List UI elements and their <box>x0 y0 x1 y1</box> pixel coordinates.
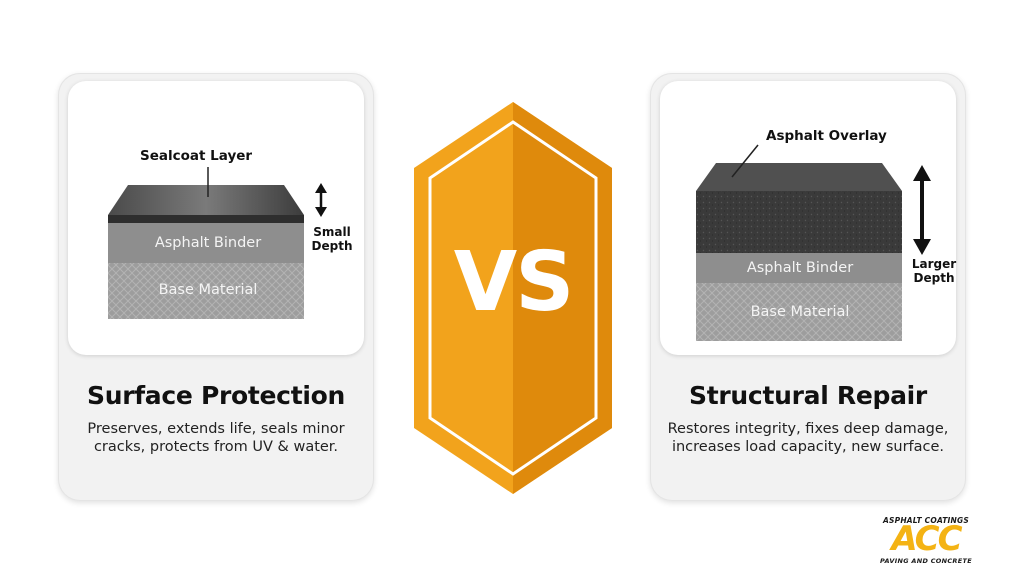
double-arrow-vertical-icon <box>913 165 931 255</box>
depth-line-1: Larger <box>911 257 957 271</box>
surface-protection-title: Surface Protection <box>86 381 345 410</box>
sealcoat-cross-section <box>108 167 327 319</box>
sealcoat-layer <box>108 215 304 223</box>
overlay-cross-section <box>696 144 931 341</box>
small-depth-label: Small Depth <box>302 225 362 253</box>
base-material-layer <box>108 263 304 319</box>
logo-bottom-text: PAVING AND CONCRETE <box>880 557 972 565</box>
sealcoat-layer-callout: Sealcoat Layer <box>140 148 253 164</box>
structural-repair-card: Asphalt Overlay Asphalt Binder Base Mate… <box>650 73 966 501</box>
asphalt-binder-layer <box>696 253 902 283</box>
depth-line-1: Small <box>313 225 351 239</box>
depth-line-2: Depth <box>311 239 353 253</box>
structural-repair-title: Structural Repair <box>689 381 927 410</box>
vs-text: VS <box>453 235 575 330</box>
depth-line-2: Depth <box>913 271 955 285</box>
asphalt-overlay-layer <box>696 191 902 253</box>
logo-top-text: ASPHALT COATINGS <box>883 516 969 525</box>
overlay-top-face <box>696 163 902 191</box>
asphalt-binder-layer <box>108 223 304 263</box>
base-material-label: Base Material <box>750 304 850 320</box>
asphalt-binder-label: Asphalt Binder <box>746 260 854 276</box>
asphalt-overlay-callout: Asphalt Overlay <box>766 128 887 144</box>
surface-protection-description: Preserves, extends life, seals minor cra… <box>87 421 345 455</box>
larger-depth-label: Larger Depth <box>904 257 964 285</box>
surface-protection-card: Sealcoat Layer Asphalt Binder Base Mater… <box>58 73 374 501</box>
logo-main-text: ACC <box>891 519 962 559</box>
base-material-label: Base Material <box>158 282 258 298</box>
base-material-layer <box>696 283 902 341</box>
overlay-diagram-panel: Asphalt Overlay Asphalt Binder Base Mate… <box>660 81 956 355</box>
asphalt-binder-label: Asphalt Binder <box>154 235 262 251</box>
sealcoat-top-face <box>108 185 304 215</box>
double-arrow-vertical-icon <box>315 183 327 217</box>
callout-line <box>731 144 759 178</box>
structural-repair-description: Restores integrity, fixes deep damage, i… <box>667 421 949 455</box>
sealcoat-diagram-panel: Sealcoat Layer Asphalt Binder Base Mater… <box>68 81 364 355</box>
